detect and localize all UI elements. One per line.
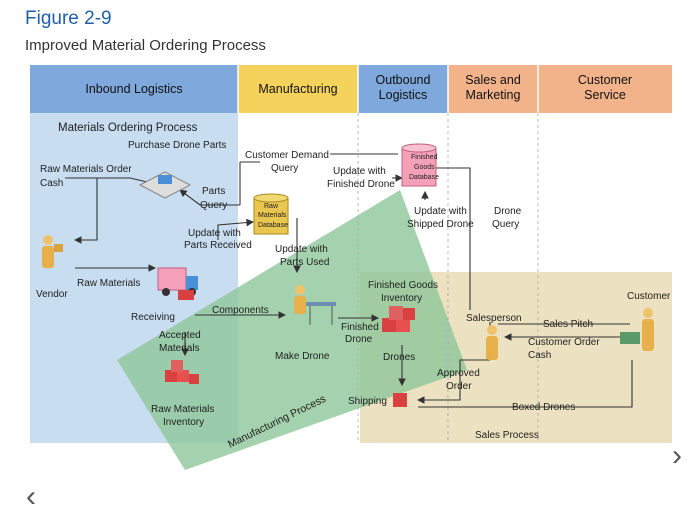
customer-label: Customer [627,291,671,302]
shipping-label: Shipping [348,396,387,407]
next-arrow-icon[interactable]: › [672,439,682,472]
lane-header-line: Marketing [466,88,521,102]
computer-terminal-icon [138,171,192,199]
worker-workstation-icon [294,285,336,325]
fg-to-drone-query [428,167,471,310]
make-drone-label: Make Drone [275,351,330,362]
sales-process-label: Sales Process [475,430,539,441]
boxed-drones-label: Boxed Drones [512,402,575,413]
finished-drone-label: Finished Drone [327,179,395,190]
lane-header-line: Outbound [376,73,431,87]
rm-db-label-2: Materials [258,212,287,219]
rm-db-label-1: Raw [264,203,279,210]
figure-label: Figure 2-9 [25,8,112,29]
finished-goods-inventory-icon [382,306,415,332]
figure-title: Improved Material Ordering Process [25,37,266,54]
update-finished-label: Update with [333,166,386,177]
order-label: Order [446,381,472,392]
svg-text:Inbound Logistics: Inbound Logistics [85,82,182,96]
prev-arrow-icon[interactable]: ‹ [26,480,36,513]
customer-order-label: Customer Order [528,337,600,348]
vendor-person-icon [42,235,63,268]
parts-query-line [179,189,240,206]
purchase-drone-parts-label: Purchase Drone Parts [128,140,226,151]
accepted-label: Accepted [159,330,201,341]
fg-inventory-label-2: Inventory [381,293,422,304]
rm-db-label-3: Database [258,222,288,229]
parts-used-label: Parts Used [280,257,329,268]
approved-label: Approved [437,368,480,379]
raw-materials-inventory-icon [165,360,199,384]
salesperson-label: Salesperson [466,313,522,324]
lane-header-line: Customer [578,73,632,87]
materials-ordering-label: Materials Ordering Process [58,122,198,134]
parts-received-label: Parts Received [184,240,252,251]
shipping-box-icon [393,393,407,407]
lane-header-line: Sales and [465,73,521,87]
cash-line [73,178,98,244]
fg-db-label-3: Database [409,174,439,181]
customer-order-cash-label: Cash [528,350,551,361]
drone-label: Drone [494,206,522,217]
fg-db-label-2: Goods [414,164,435,171]
vendor-label: Vendor [36,289,68,300]
raw-inventory-label: Raw Materials [151,404,214,415]
update-shipped-label: Update with [414,206,467,217]
customer-icon [620,308,654,351]
customer-demand-query-label: Query [271,163,298,174]
approved-line [416,359,490,404]
update-parts-used-label: Update with [275,244,328,255]
drone-query-label: Query [492,219,519,230]
lane-header-line: Service [584,88,626,102]
raw-materials-database-icon [253,193,289,235]
boxed-drones-line [418,360,633,408]
fg-inventory-label: Finished Goods [368,280,438,291]
parts-label: Parts [202,186,225,197]
raw-materials-order-label: Raw Materials Order [40,164,132,175]
raw-materials-label: Raw Materials [77,278,140,289]
fg-db-label-1: Finished [411,154,438,161]
receiving-label: Receiving [131,312,175,323]
inventory-label: Inventory [163,417,204,428]
shipped-drone-label: Shipped Drone [407,219,474,230]
lane-header-inbound-logistics: Inbound Logistics [30,65,238,113]
components-label: Components [212,305,269,316]
finished-goods-database-icon [401,143,437,187]
truck-icon [157,267,198,300]
customer-demand-label: Customer Demand [245,150,329,161]
manufacturing-process-zone [117,190,467,470]
cash-label: Cash [40,178,63,189]
update-with-label: Update with [188,228,241,239]
drone-label-2: Drone [345,334,373,345]
salesperson-icon [486,325,498,360]
lane-header-manufacturing: Manufacturing [238,65,358,113]
finished-label: Finished [341,322,379,333]
lane-header-line: Logistics [379,88,428,102]
update-received-line [217,218,255,240]
svg-text:Manufacturing: Manufacturing [258,82,337,96]
query-label: Query [200,200,227,211]
materials-label: Materials [159,343,200,354]
sales-pitch-label: Sales Pitch [543,319,593,330]
drones-label: Drones [383,352,415,363]
